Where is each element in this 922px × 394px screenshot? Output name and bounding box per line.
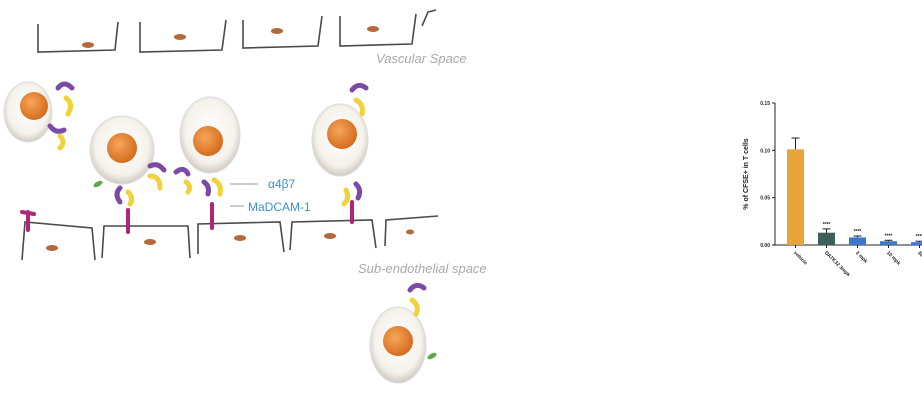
vascular-space-label: Vascular Space (376, 51, 467, 66)
x-tick-label: 30 m (916, 250, 922, 263)
bar (911, 242, 922, 245)
x-tick-label: 3 mpk (854, 250, 869, 265)
lower-endothelium (22, 216, 438, 260)
bar (787, 149, 804, 245)
y-tick-label: 0.00 (760, 243, 770, 249)
x-tick-label: DATK32 3mpk (823, 250, 851, 278)
integrin-label: α4β7 (268, 177, 296, 191)
x-tick-label: 10 mpk (885, 250, 902, 267)
bar (849, 237, 866, 245)
x-tick-label: vehicle (792, 250, 808, 266)
y-tick-label: 0.15 (760, 101, 770, 107)
bar (880, 241, 897, 245)
y-tick-label: 0.05 (760, 196, 770, 202)
leukocyte-adhesion-diagram: Vascular Space α4β7 MaDCAM-1 Sub-endothe… (0, 0, 560, 394)
significance-stars: **** (885, 233, 893, 239)
significance-stars: **** (823, 222, 831, 228)
cfse-bar-chart: 0.00 0.05 0.10 0.15 % of CFSE+ in T cells veh… (730, 95, 922, 315)
upper-endothelial-nuclei (82, 26, 379, 48)
madcam-label: MaDCAM-1 (248, 200, 311, 214)
y-axis-title: % of CFSE+ in T cells (743, 138, 750, 209)
sub-endothelial-label: Sub-endothelial space (358, 261, 487, 276)
y-tick-label: 0.10 (760, 148, 770, 154)
bar (818, 233, 835, 245)
significance-stars: **** (916, 234, 922, 240)
significance-stars: **** (854, 229, 862, 235)
